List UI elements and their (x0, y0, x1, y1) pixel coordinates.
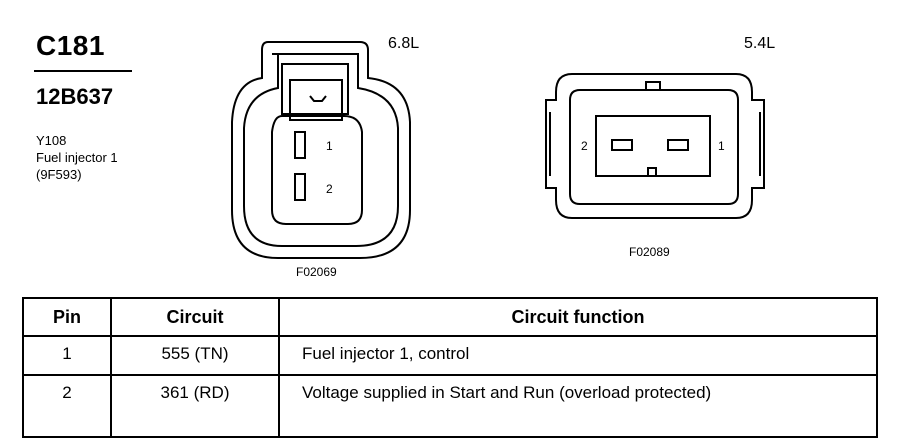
title-underline (34, 70, 132, 72)
connector-5-4l-drawing (545, 73, 765, 219)
pin-label-6-8l-1: 1 (326, 139, 333, 153)
pin-cell: 2 (22, 374, 112, 438)
table-row: 2 361 (RD) Voltage supplied in Start and… (22, 374, 878, 438)
engine-label-6-8l: 6.8L (388, 35, 419, 52)
engine-label-5-4l: 5.4L (744, 35, 775, 52)
connector-6-8l-drawing (231, 41, 411, 259)
column-header-circuit-function: Circuit function (278, 297, 878, 337)
component-name: Fuel injector 1 (36, 150, 118, 165)
column-header-pin: Pin (22, 297, 112, 337)
figure-code-5-4l: F02089 (629, 245, 670, 259)
component-id: Y108 (36, 133, 67, 148)
column-header-circuit: Circuit (110, 297, 280, 337)
pin-label-6-8l-2: 2 (326, 182, 333, 196)
part-number: 12B637 (36, 84, 114, 109)
pin-label-5-4l-2: 2 (581, 139, 588, 153)
circuit-cell: 555 (TN) (110, 335, 280, 376)
figure-code-6-8l: F02069 (296, 265, 337, 279)
table-header-row: Pin Circuit Circuit function (22, 297, 878, 337)
pin-label-5-4l-1: 1 (718, 139, 725, 153)
table-row: 1 555 (TN) Fuel injector 1, control (22, 335, 878, 376)
circuit-function-cell: Voltage supplied in Start and Run (overl… (278, 374, 878, 438)
pin-cell: 1 (22, 335, 112, 376)
circuit-cell: 361 (RD) (110, 374, 280, 438)
pin-table: Pin Circuit Circuit function 1 555 (TN) … (22, 297, 878, 438)
component-part-number: (9F593) (36, 167, 82, 182)
circuit-function-cell: Fuel injector 1, control (278, 335, 878, 376)
connector-id: C181 (36, 30, 105, 61)
